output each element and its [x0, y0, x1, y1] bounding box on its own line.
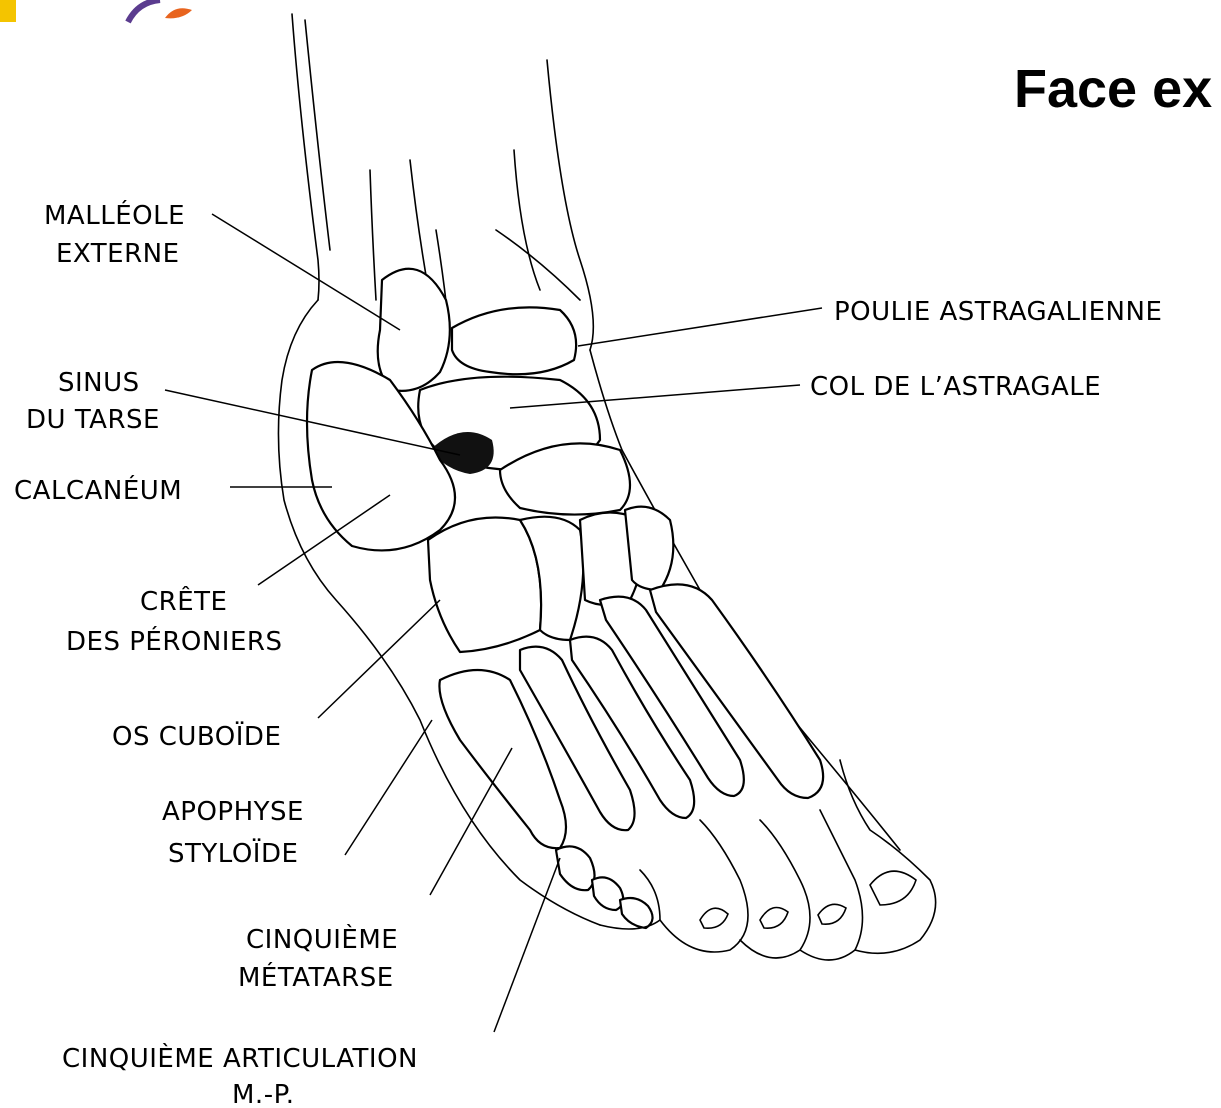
- label-metatarse-line2: MÉTATARSE: [238, 961, 394, 993]
- label-apophyse-line1: APOPHYSE: [162, 797, 304, 827]
- label-articulation-line1: CINQUIÈME ARTICULATION: [62, 1042, 418, 1074]
- label-apophyse-line2: STYLOÏDE: [168, 837, 298, 869]
- leader-apophyse: [345, 720, 432, 855]
- leader-poulie: [578, 308, 822, 346]
- leader-cuboide: [318, 600, 440, 718]
- label-col: COL DE L’ASTRAGALE: [810, 372, 1101, 402]
- label-poulie: POULIE ASTRAGALIENNE: [834, 297, 1162, 327]
- label-crete-line2: DES PÉRONIERS: [66, 625, 282, 657]
- label-sinus-line1: SINUS: [58, 368, 140, 398]
- label-metatarse-line1: CINQUIÈME: [246, 923, 398, 955]
- foot-drawing: [278, 14, 935, 960]
- label-sinus-line2: DU TARSE: [26, 405, 160, 435]
- label-articulation-line2: M.-P.: [232, 1080, 294, 1108]
- leader-articulation: [494, 858, 560, 1032]
- label-cuboide: OS CUBOÏDE: [112, 720, 281, 752]
- label-calcaneum: CALCANÉUM: [14, 474, 182, 506]
- label-malleole-line2: EXTERNE: [56, 239, 180, 269]
- label-crete-line1: CRÊTE: [140, 585, 227, 617]
- label-malleole-line1: MALLÉOLE: [44, 199, 185, 231]
